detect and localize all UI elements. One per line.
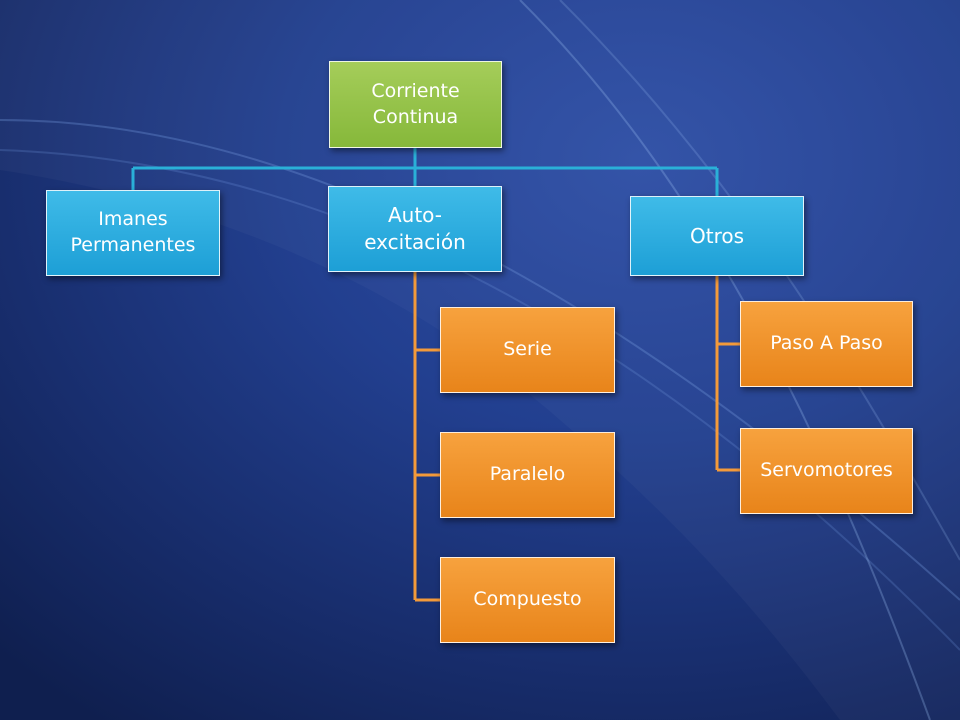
category-node-imanes-permanentes: Imanes Permanentes [46,190,220,276]
leaf-node-paralelo: Paralelo [440,432,615,518]
root-node: Corriente Continua [329,61,502,148]
autoexcitacion-connectors [413,272,440,602]
category-label: Auto-excitación [364,203,466,254]
category-node-otros: Otros [630,196,804,276]
category-label: Imanes Permanentes [70,208,196,256]
otros-connectors [715,276,740,472]
leaf-node-paso-a-paso: Paso A Paso [740,301,913,387]
root-node-label: Corriente Continua [371,79,460,128]
leaf-label: Servomotores [760,459,893,482]
leaf-label: Serie [503,338,552,361]
root-connectors [131,148,719,196]
leaf-label: Compuesto [473,588,582,611]
category-node-auto-excitacion: Auto-excitación [328,186,502,272]
leaf-node-servomotores: Servomotores [740,428,913,514]
leaf-label: Paralelo [489,463,566,486]
leaf-node-compuesto: Compuesto [440,557,615,643]
leaf-label: Paso A Paso [770,332,883,355]
leaf-node-serie: Serie [440,307,615,393]
category-label: Otros [689,223,745,248]
